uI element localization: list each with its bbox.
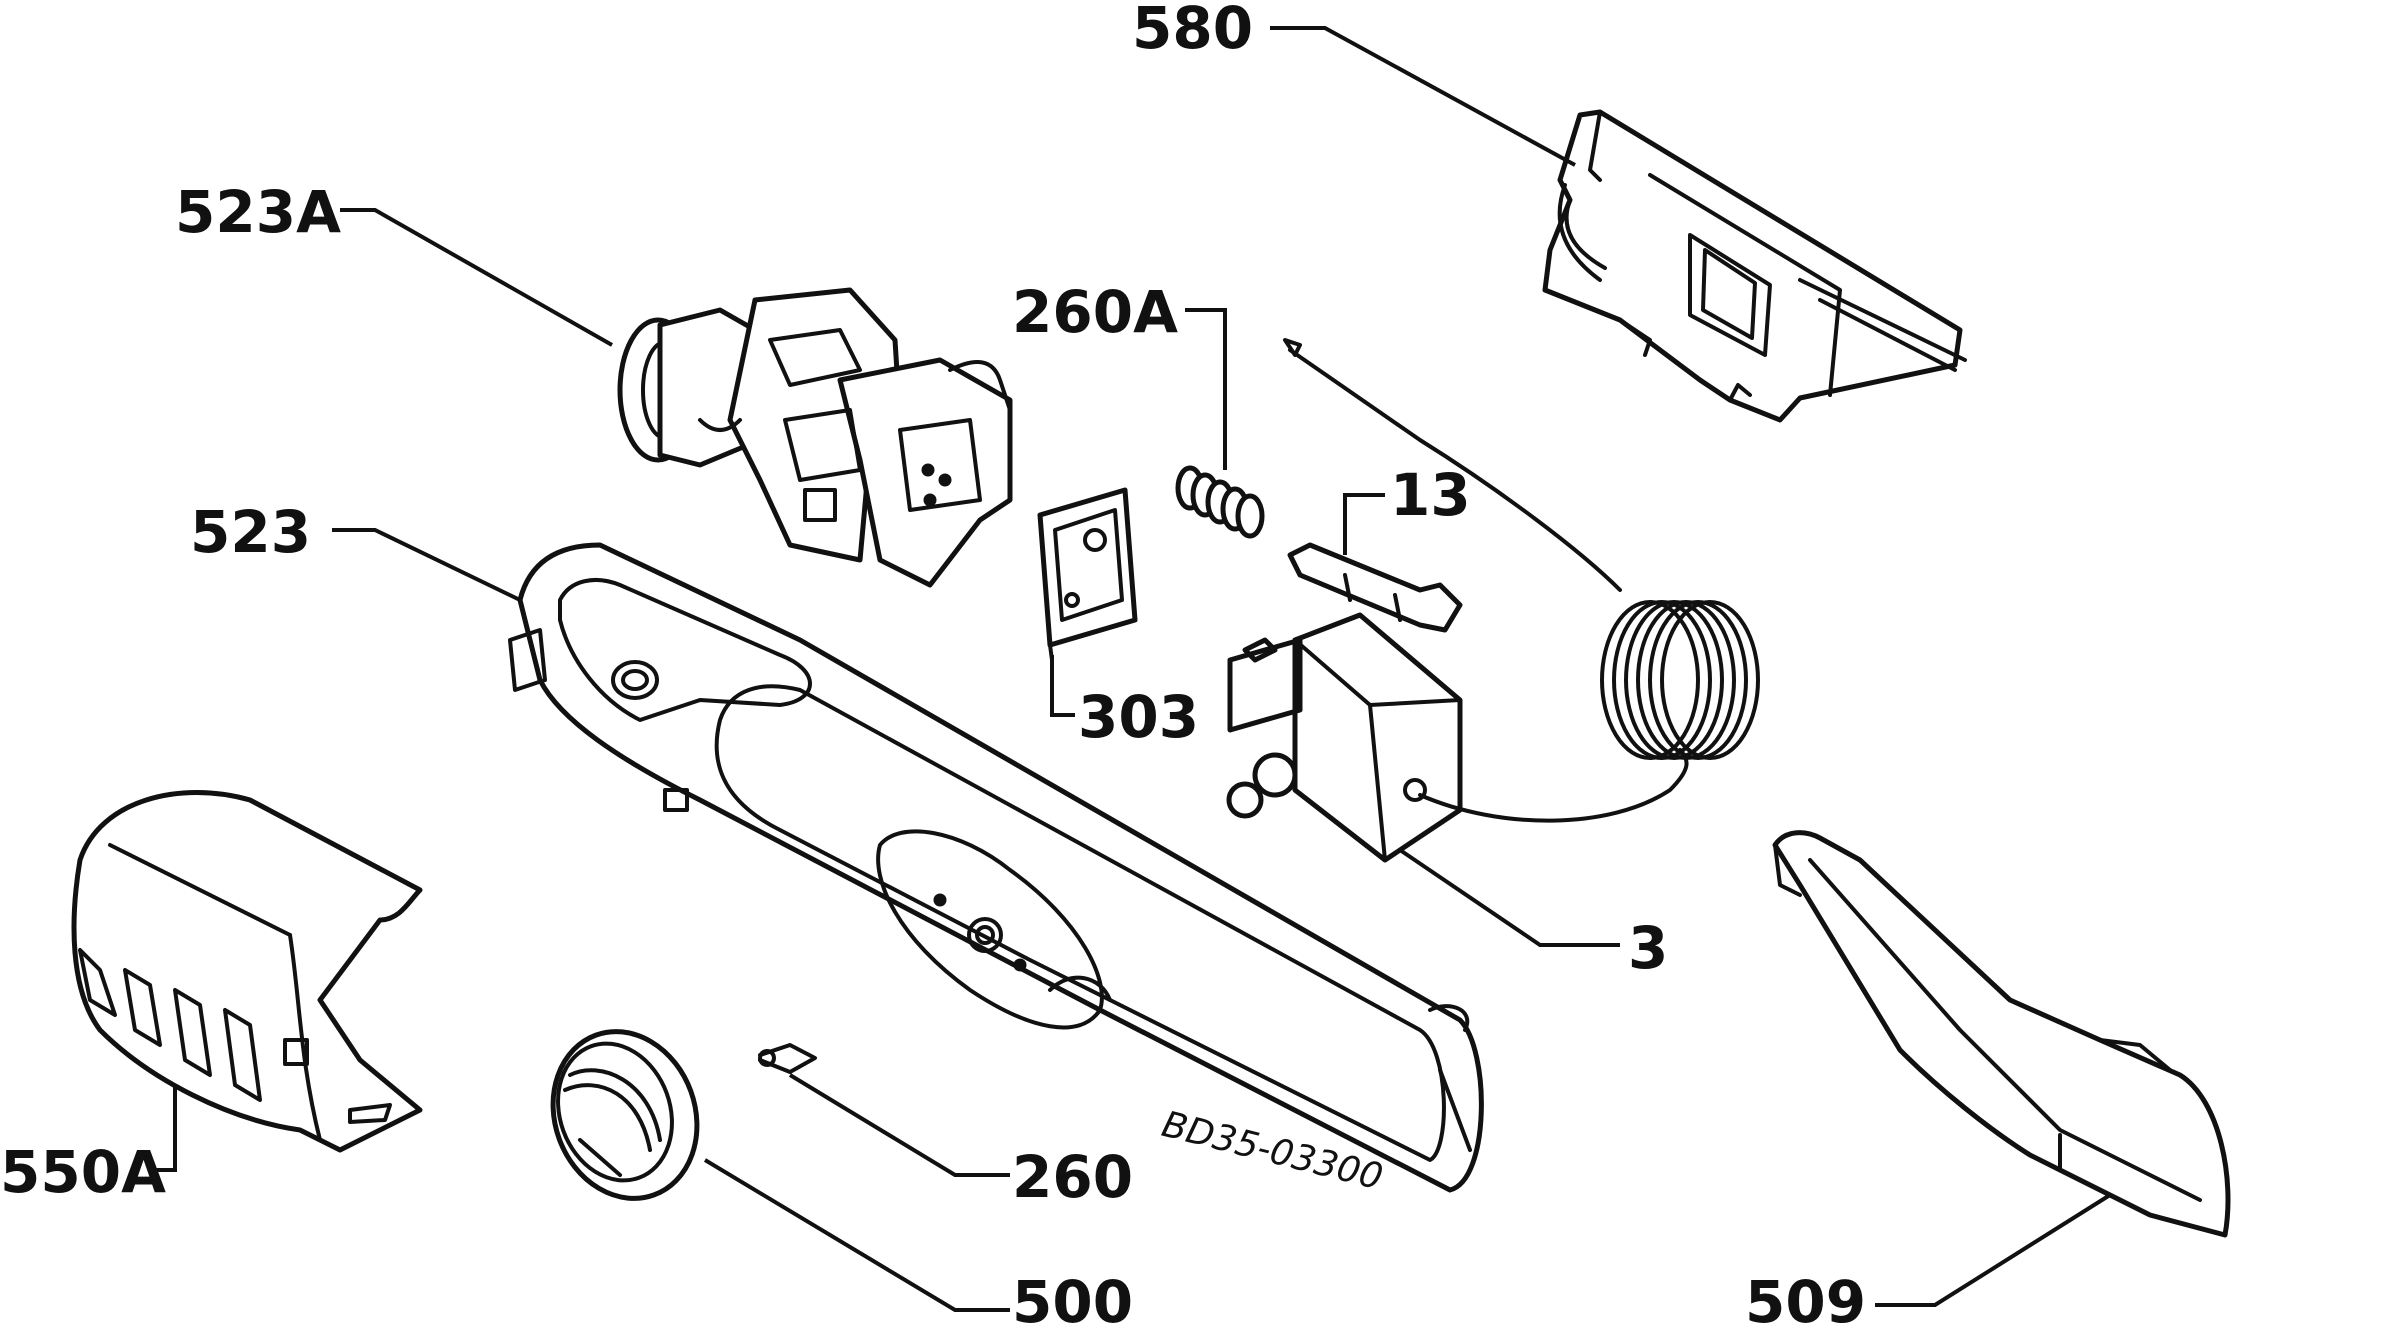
leader-509 [1875,1193,2112,1307]
leader-260 [788,1073,1010,1177]
label-260: 260 [1012,1143,1133,1211]
part-523-housing [508,542,1484,1193]
part-260-clip [758,1043,817,1074]
label-260A: 260A [1012,278,1178,346]
leader-13 [1343,493,1385,555]
part-500-knob [550,1029,700,1201]
label-509: 509 [1745,1268,1866,1326]
leader-500 [703,1158,1010,1312]
leader-303 [1050,655,1075,717]
label-550A: 550A [0,1138,166,1206]
leader-523A [340,208,613,347]
part-509-lever [1772,830,2231,1238]
label-3: 3 [1628,914,1668,982]
part-580-bracket [1542,109,1967,423]
label-303: 303 [1078,683,1199,751]
leader-260A [1185,308,1227,470]
leader-580 [1270,26,1576,167]
leader-523 [332,528,521,602]
leader-3 [1398,848,1620,947]
part-260A-spring [1175,465,1265,539]
part-3-thermostat [1226,338,1760,863]
label-500: 500 [1012,1268,1133,1326]
part-523A-switch-assembly [617,287,1013,588]
label-13: 13 [1390,461,1471,529]
leader-550A [155,1085,177,1172]
label-523: 523 [190,498,311,566]
part-13-pin [1287,542,1463,633]
part-550A-cover [71,790,423,1153]
part-303-plate [1037,487,1138,662]
leader-lines [155,26,2112,1312]
label-523A: 523A [175,178,341,246]
label-580: 580 [1132,0,1253,62]
